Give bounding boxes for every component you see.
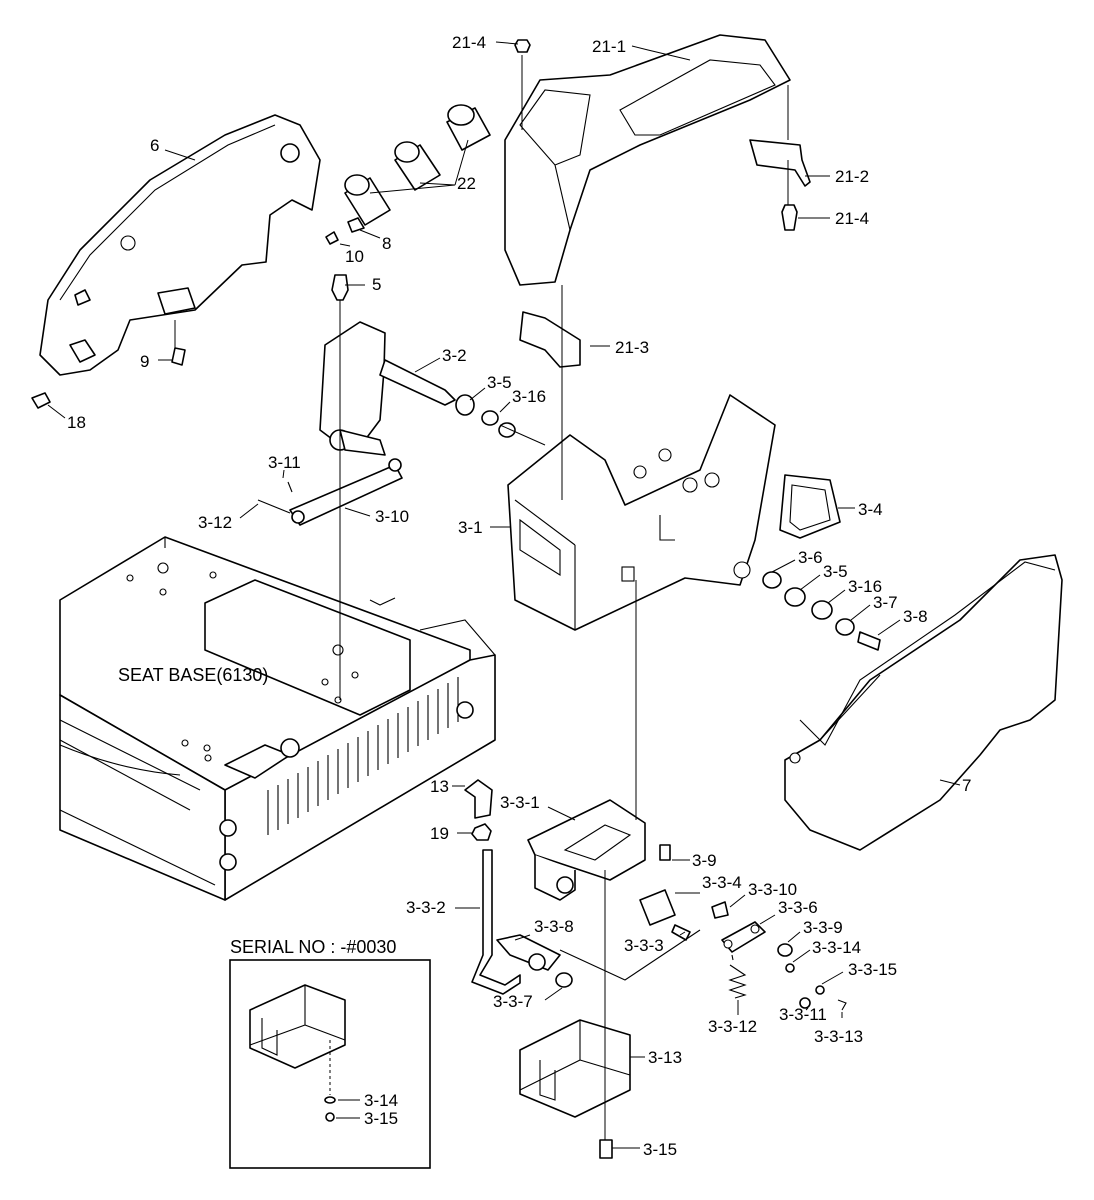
label-3-16-top: 3-16 [512,387,546,406]
label-3-5-right: 3-5 [823,562,848,581]
part-3-3-4-switch [639,889,676,926]
label-3-3-7: 3-3-7 [493,992,533,1011]
label-3-9: 3-9 [692,851,717,870]
label-3-3-8: 3-3-8 [534,917,574,936]
label-7: 7 [962,776,971,795]
label-3-3-14: 3-3-14 [812,938,861,957]
fasteners [31,39,798,1159]
label-3-15-inset: 3-15 [364,1109,398,1128]
label-3-3-4: 3-3-4 [702,873,742,892]
label-22: 22 [457,174,476,193]
part-3-3-3-screw [671,924,691,941]
label-3-13: 3-13 [648,1048,682,1067]
part-3-3-10-pin [711,901,729,919]
part-3-3-1-bracket [527,799,646,901]
label-21-1: 21-1 [592,37,626,56]
label-3-4: 3-4 [858,500,883,519]
part-3-1-console-body [507,394,776,631]
part-3-3-11-washer [799,997,811,1009]
part-3-8-bolt [857,631,881,651]
serial-note: SERIAL NO : -#0030 [230,937,396,957]
part-3-7-washer [835,618,855,636]
label-3-15-bottom: 3-15 [643,1140,677,1159]
label-3-3-9: 3-3-9 [803,918,843,937]
label-3-3-13: 3-3-13 [814,1027,863,1046]
label-19: 19 [430,824,449,843]
label-3-16-right: 3-16 [848,577,882,596]
assembly-lines [174,55,789,1150]
label-3-3-11: 3-3-11 [779,1005,827,1024]
label-3-2: 3-2 [442,346,467,365]
part-3-16-washer-top-a [481,410,499,426]
label-3-10: 3-10 [375,507,409,526]
label-3-3-3: 3-3-3 [624,936,664,955]
seat-base-label: SEAT BASE(6130) [118,665,268,685]
part-3-5-bushing-top [455,394,475,416]
label-21-4-top: 21-4 [452,33,486,52]
part-3-3-8-shaft [496,934,561,971]
part-22-sleeves [344,104,491,226]
label-3-3-6: 3-3-6 [778,898,818,917]
label-13: 13 [430,777,449,796]
label-3-14-inset: 3-14 [364,1091,398,1110]
label-3-5-top: 3-5 [487,373,512,392]
label-3-12: 3-12 [198,513,232,532]
seat-base [59,536,496,901]
part-13-elbow [464,779,493,819]
label-5: 5 [372,275,381,294]
label-3-3-1: 3-3-1 [500,793,540,812]
part-21-1-console-cover [504,34,791,286]
label-3-3-15: 3-3-15 [848,960,897,979]
part-3-3-15-washer [815,985,825,995]
label-21-3: 21-3 [615,338,649,357]
part-3-10-rod [289,458,403,526]
label-18: 18 [67,413,86,432]
part-3-12-pin [257,499,291,514]
part-3-2-pivot-bracket [319,321,456,456]
part-3-11-cotter [287,481,293,493]
label-3-1: 3-1 [458,518,483,537]
part-21-2-bracket [749,139,811,187]
part-3-3-14-washer [785,963,795,973]
vent-slots [267,677,459,835]
part-labels: 21-4 21-1 21-2 21-4 21-3 22 6 10 8 5 9 1… [67,33,971,1159]
label-9: 9 [140,352,149,371]
part-3-3-2-pipe [471,849,521,995]
label-21-2: 21-2 [835,167,869,186]
label-10: 10 [345,247,364,266]
part-3-3-7-bushing [555,972,573,988]
part-19-nut [471,823,492,841]
part-3-3-13-clip [837,999,847,1011]
part-3-5-bushing-right [784,587,806,607]
label-3-6: 3-6 [798,548,823,567]
part-7-right-cover [784,554,1063,851]
label-8: 8 [382,234,391,253]
part-3-16-washer-right [811,600,833,620]
label-3-7: 3-7 [873,593,898,612]
part-3-3-12-spring [728,954,747,999]
label-21-4-right: 21-4 [835,209,869,228]
part-3-13-cover [519,1019,631,1118]
part-6-left-cover [39,114,321,376]
label-3-3-2: 3-3-2 [406,898,446,917]
part-3-3-9-ring [777,943,793,957]
label-3-8: 3-8 [903,607,928,626]
part-3-6-washer [762,571,782,589]
part-3-4-grommet [779,474,841,539]
label-6: 6 [150,136,159,155]
label-3-11: 3-11 [268,453,301,472]
leader-lines [47,41,961,1149]
label-3-3-12: 3-3-12 [708,1017,757,1036]
serial-inset-box [229,959,431,1169]
part-21-3-bracket [519,311,581,368]
label-3-3-10: 3-3-10 [748,880,797,899]
